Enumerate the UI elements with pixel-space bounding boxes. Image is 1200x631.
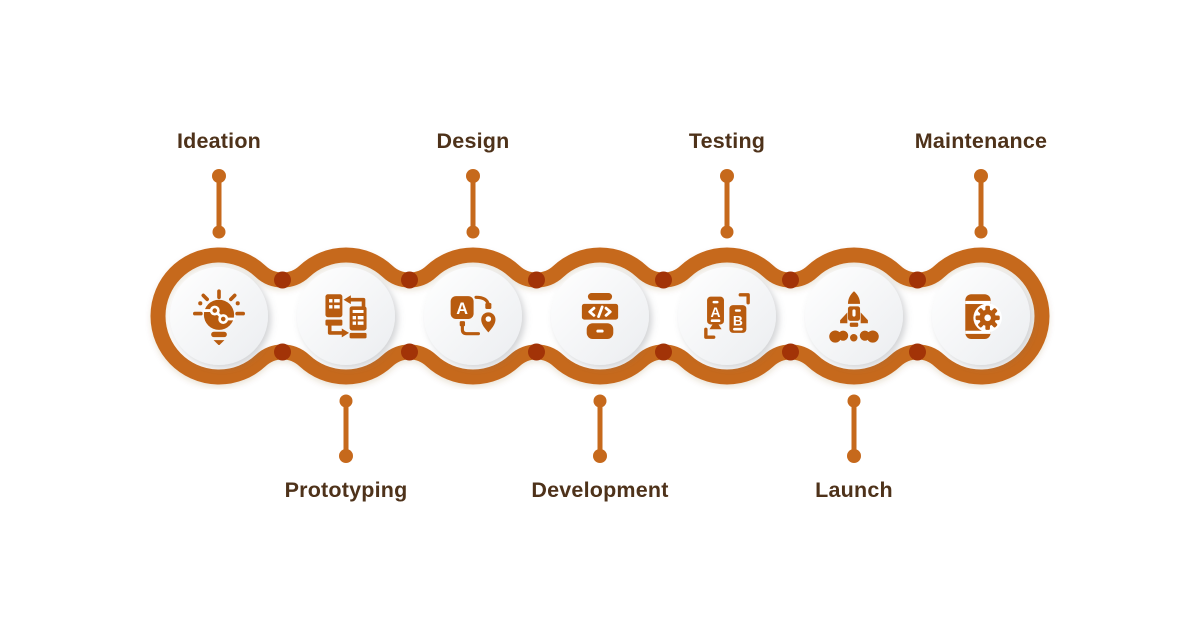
junction-dot [782, 271, 799, 289]
connector-dot [339, 394, 353, 408]
connector-dot [593, 394, 607, 408]
stage-circle [678, 267, 776, 365]
junction-dot [782, 343, 799, 361]
rocket-launch-icon [829, 291, 879, 343]
connector-maintenance [974, 169, 988, 239]
idea-bulb-circuit-icon [193, 289, 245, 345]
junction-dot [274, 271, 291, 289]
junction-dot [274, 343, 291, 361]
connector-dot [847, 449, 861, 463]
stage-label-prototyping: Prototyping [284, 478, 408, 502]
process-chain-band [150, 247, 1050, 385]
stage-circle [297, 267, 395, 365]
stage-label-design: Design [436, 129, 510, 153]
ab-testing-phones-icon: A B [704, 293, 750, 339]
connector-dot [974, 169, 988, 183]
phone-code-icon [581, 293, 619, 339]
connector-ideation [212, 169, 226, 239]
connector-testing [720, 169, 734, 239]
connector-dot [847, 394, 861, 408]
connector-dot [212, 169, 226, 183]
stage-label-development: Development [531, 478, 669, 502]
junction-dot [401, 271, 418, 289]
stage-label-testing: Testing [688, 129, 766, 153]
connector-dot [720, 169, 734, 183]
connector-dot [720, 225, 734, 239]
svg-text:A: A [711, 304, 721, 320]
connector-dot [593, 449, 607, 463]
svg-text:A: A [456, 300, 468, 318]
stage-label-ideation: Ideation [176, 129, 262, 153]
junction-dot [655, 343, 672, 361]
connector-dot [466, 169, 480, 183]
connector-launch [847, 394, 861, 463]
design-pen-tool-icon: A [450, 295, 496, 336]
connector-development [593, 394, 607, 463]
connector-dot [466, 225, 480, 239]
stage-label-launch: Launch [815, 478, 893, 502]
connector-prototyping [339, 394, 353, 463]
junction-dot [909, 271, 926, 289]
junction-dot [909, 343, 926, 361]
connector-dot [212, 225, 226, 239]
svg-text:B: B [733, 313, 743, 329]
junction-dot [655, 271, 672, 289]
junction-dots [274, 271, 926, 361]
junction-dot [401, 343, 418, 361]
connector-dot [974, 225, 988, 239]
stage-label-maintenance: Maintenance [914, 129, 1048, 153]
phone-gear-icon [965, 294, 1002, 339]
junction-dot [528, 271, 545, 289]
junction-dot [528, 343, 545, 361]
connector-design [466, 169, 480, 239]
prototype-screens-icon [325, 294, 367, 339]
connector-dot [339, 449, 353, 463]
